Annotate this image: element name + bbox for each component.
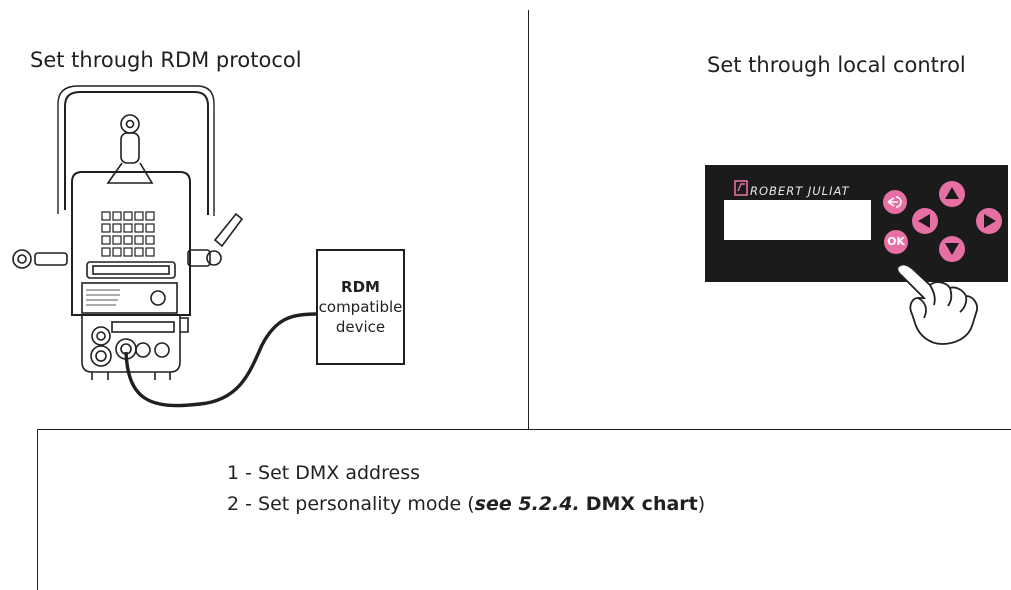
step-1-text: 1 - Set DMX address xyxy=(227,462,420,484)
local-control-heading: Set through local control xyxy=(707,53,966,77)
step-2-text: 2 - Set personality mode (see 5.2.4. DMX… xyxy=(227,493,705,515)
rdm-device-label-line2: compatible xyxy=(318,298,403,316)
ok-button[interactable] xyxy=(884,230,908,254)
rdm-device-label-line3: device xyxy=(335,318,386,336)
step-2-reference: see 5.2.4. xyxy=(474,493,580,515)
pointing-hand-icon xyxy=(896,263,978,345)
step-2-prefix: 2 - Set personality mode ( xyxy=(227,493,475,515)
rdm-compatible-device-box: RDM compatible device xyxy=(316,249,405,365)
rdm-protocol-heading: Set through RDM protocol xyxy=(30,48,302,72)
arrow-right-icon[interactable] xyxy=(976,208,1002,234)
dmx-chart-link[interactable]: DMX chart xyxy=(585,493,698,515)
vertical-divider xyxy=(528,10,529,430)
rdm-device-label: RDM xyxy=(341,278,380,296)
arrow-down-icon[interactable] xyxy=(939,236,965,262)
spotlight-fixture-illustration xyxy=(12,85,317,408)
return-icon[interactable] xyxy=(883,190,907,214)
robert-juliat-logo-icon xyxy=(734,180,748,196)
step-2-suffix: ) xyxy=(697,493,706,515)
lcd-screen xyxy=(724,200,871,240)
arrow-left-icon[interactable] xyxy=(912,208,938,234)
ok-button-label: OK xyxy=(887,235,905,248)
arrow-up-icon[interactable] xyxy=(939,181,965,207)
steps-frame xyxy=(37,429,1011,590)
local-control-panel xyxy=(705,165,1008,345)
brand-label: ROBERT JULIAT xyxy=(750,184,850,198)
